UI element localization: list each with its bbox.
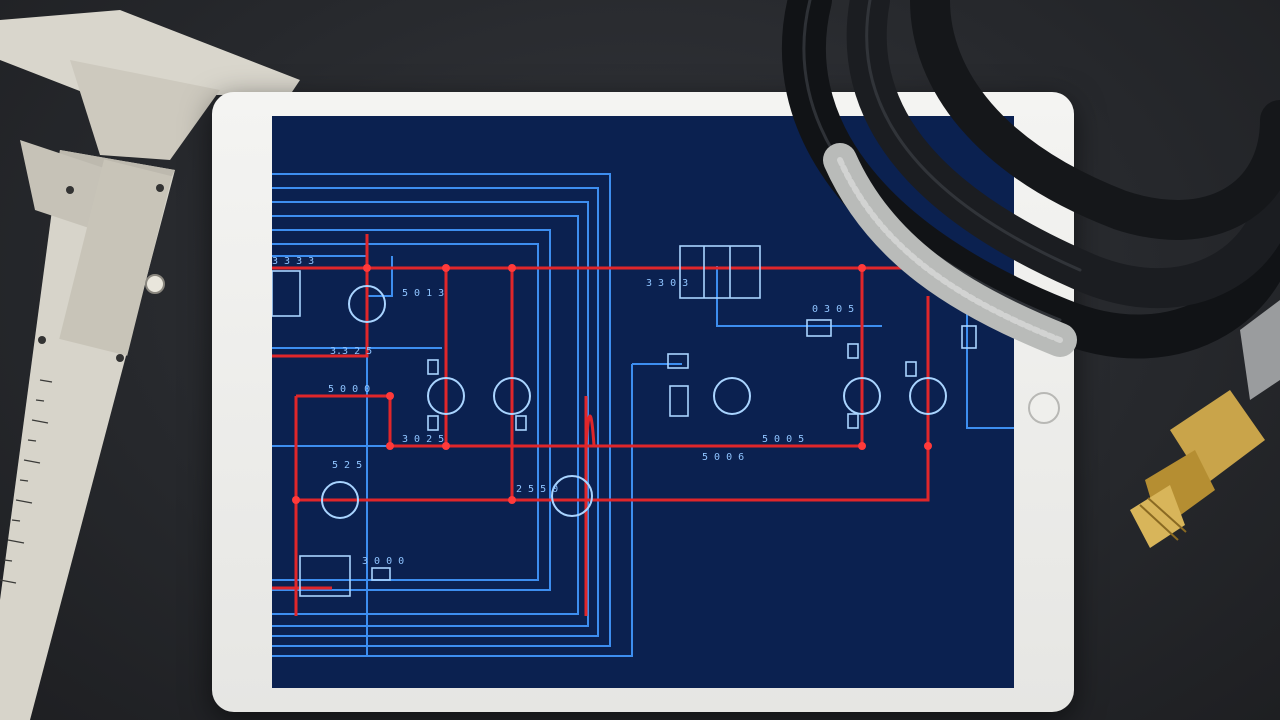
control-panel-box bbox=[679, 245, 761, 299]
red-wiring bbox=[272, 234, 930, 616]
motor-symbol-1 bbox=[348, 285, 386, 323]
label-d: 3 0 2 5 bbox=[402, 434, 444, 445]
motor-symbol-4 bbox=[321, 481, 359, 519]
motor-symbol-3 bbox=[493, 377, 531, 415]
motor-symbol-5 bbox=[551, 475, 593, 517]
tablet-screen-schematic: 3.3 2 5 5 0 0 0 5 0 1 3 3 0 2 5 2 5 5 0 … bbox=[272, 116, 1014, 688]
blue-wiring bbox=[272, 173, 1014, 657]
label-e: 2 5 5 0 bbox=[516, 484, 558, 495]
label-h: 5 2 5 bbox=[332, 460, 362, 471]
label-a: 3.3 2 5 bbox=[330, 346, 372, 357]
tablet-home-button[interactable] bbox=[1028, 392, 1060, 424]
component-boxes bbox=[272, 245, 977, 597]
motor-symbol-7 bbox=[843, 377, 881, 415]
motor-symbols bbox=[321, 285, 947, 519]
label-c: 5 0 1 3 bbox=[402, 288, 444, 299]
motor-symbol-6 bbox=[713, 377, 751, 415]
circuit-diagram: 3.3 2 5 5 0 0 0 5 0 1 3 3 0 2 5 2 5 5 0 … bbox=[272, 173, 1014, 657]
label-j: 3 0 0 0 bbox=[362, 556, 404, 567]
label-l: 3 3 3 3 bbox=[272, 256, 314, 267]
label-i: 5 0 0 6 bbox=[702, 452, 744, 463]
schematic-labels: 3.3 2 5 5 0 0 0 5 0 1 3 3 0 2 5 2 5 5 0 … bbox=[272, 256, 854, 567]
label-b: 5 0 0 0 bbox=[328, 384, 370, 395]
label-k: 0 3 0 5 bbox=[812, 304, 854, 315]
motor-symbol-2 bbox=[427, 377, 465, 415]
label-g: 5 0 0 5 bbox=[762, 434, 804, 445]
junction-dots bbox=[292, 264, 932, 504]
label-f: 3 3 0 3 bbox=[646, 278, 688, 289]
motor-symbol-8 bbox=[909, 377, 947, 415]
